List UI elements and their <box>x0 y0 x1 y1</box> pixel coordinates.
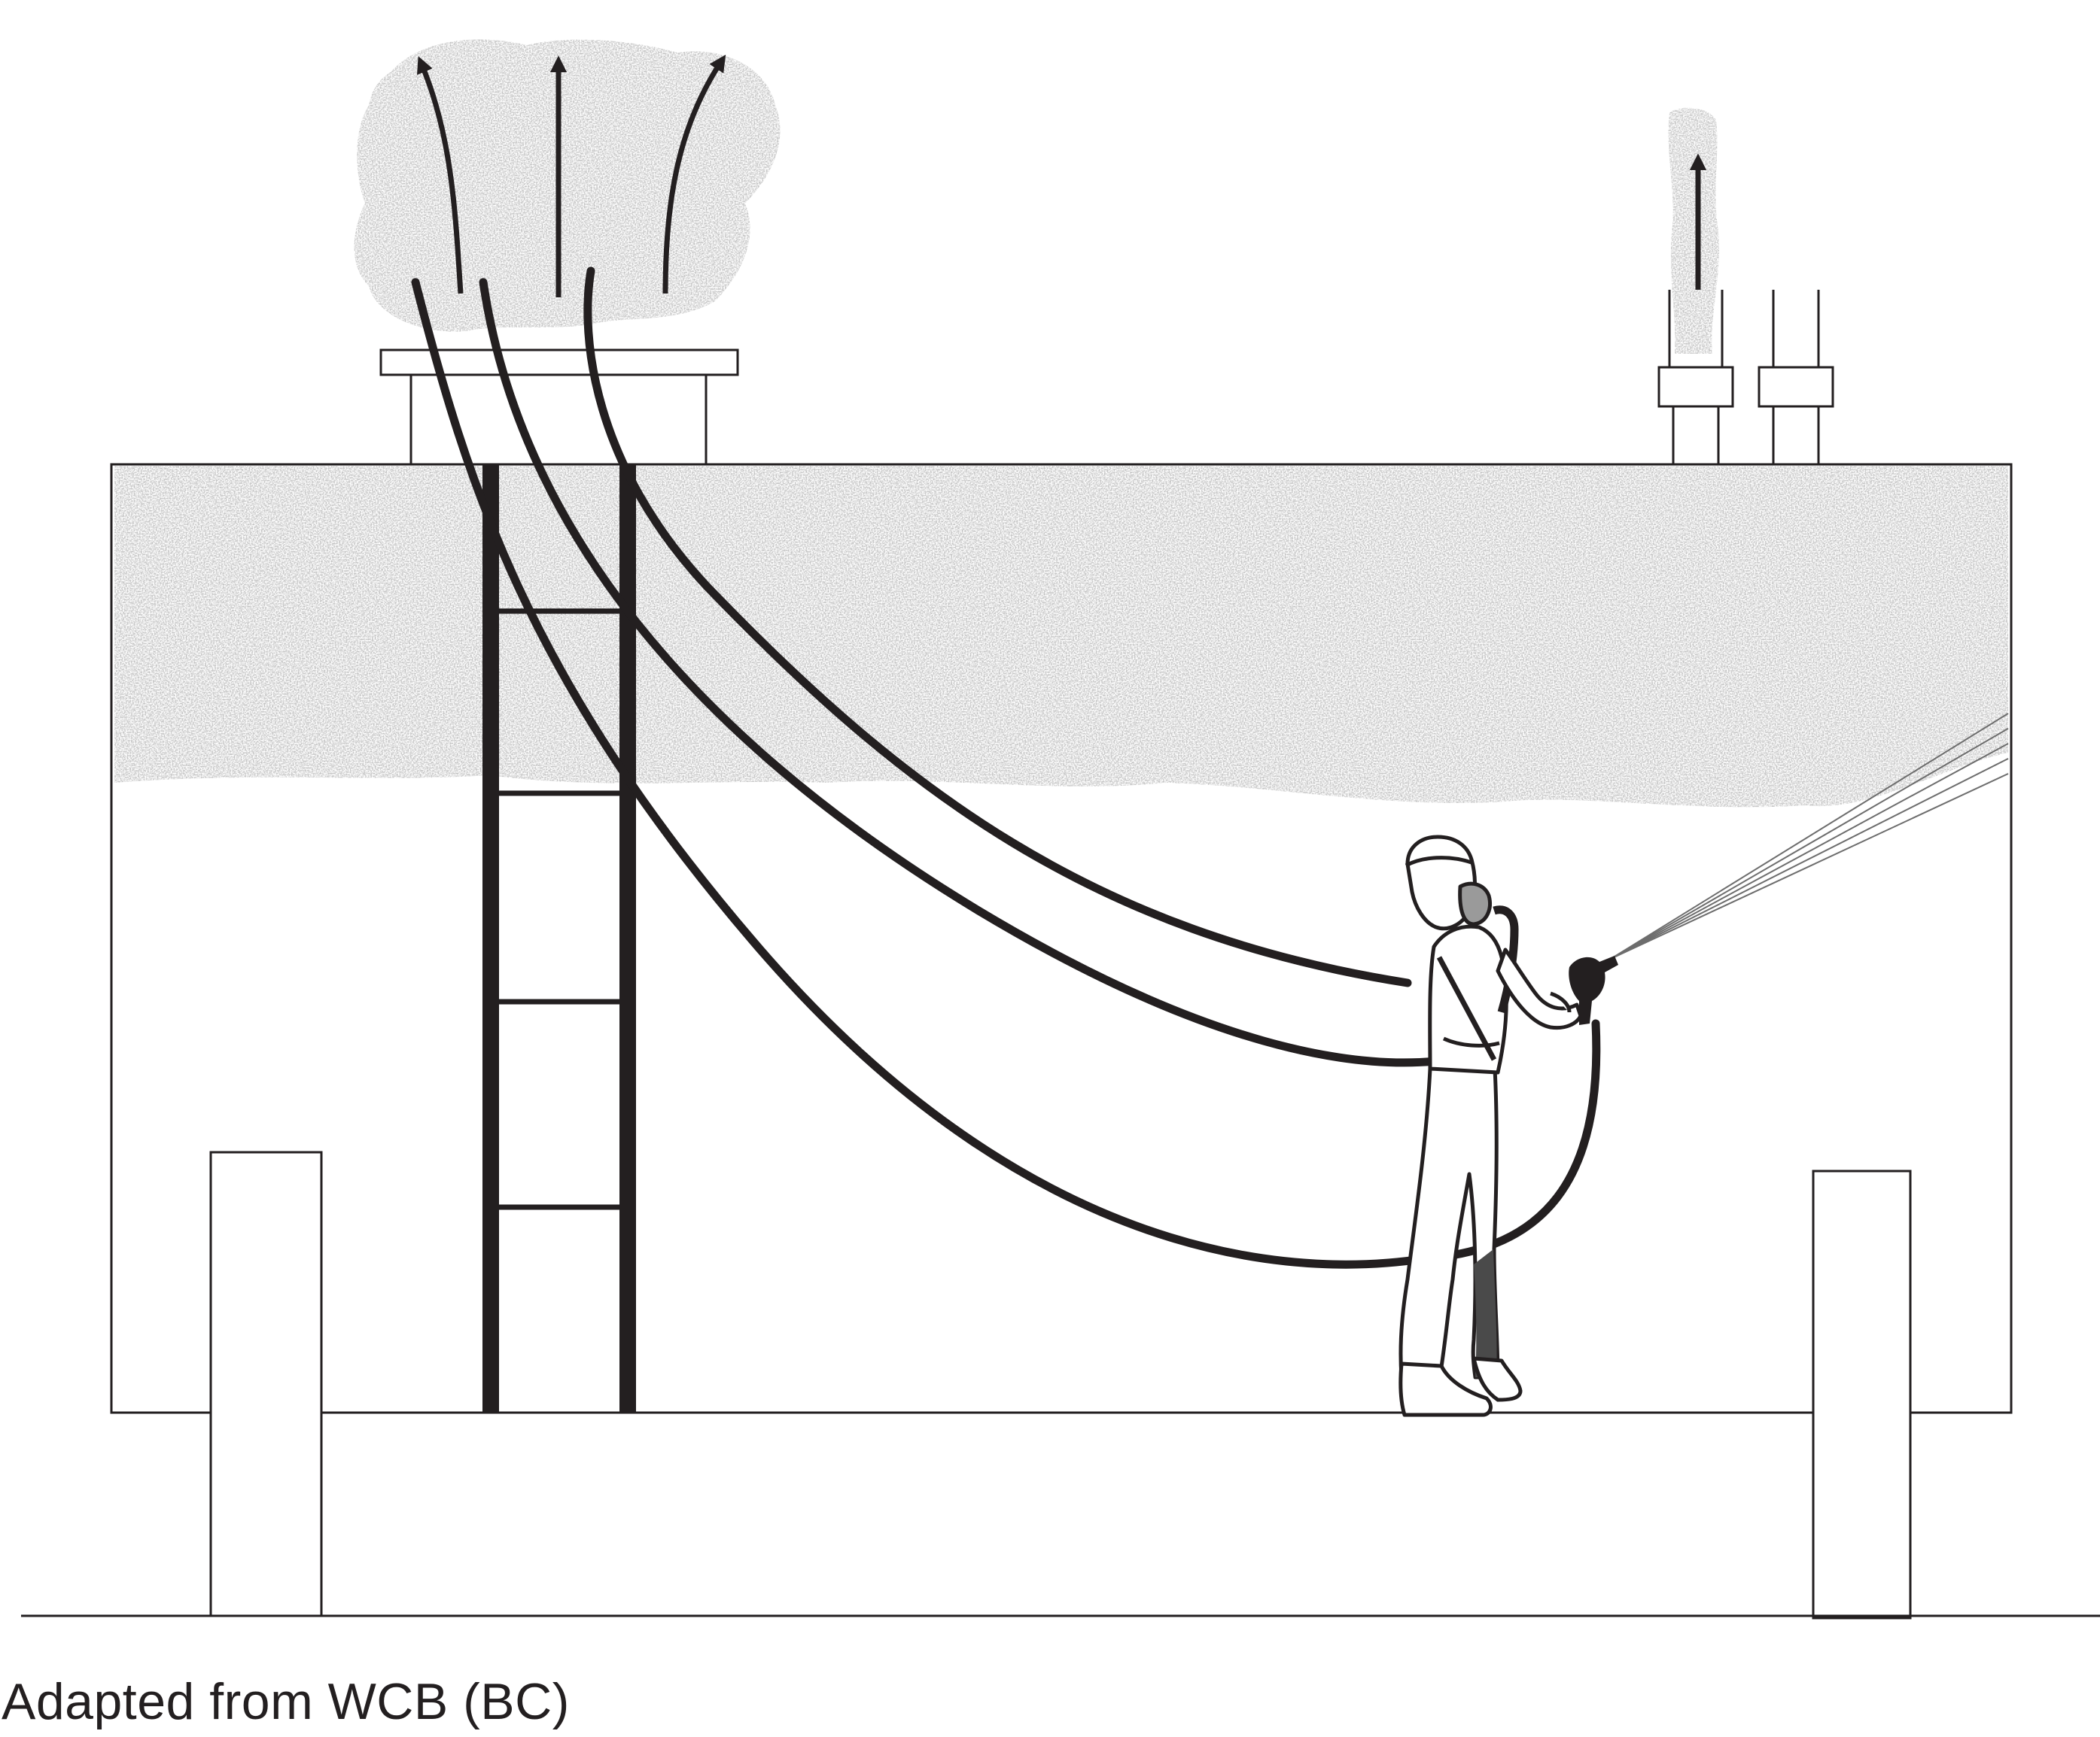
air-hoses <box>411 266 1601 1269</box>
support-right <box>1812 1170 1912 1620</box>
support-left <box>209 1151 323 1617</box>
hose-1 <box>411 278 1601 1269</box>
source-caption: Adapted from WCB (BC) <box>2 1673 570 1730</box>
tank <box>110 463 2013 1414</box>
tank-vapor-layer <box>114 466 2008 808</box>
vent-right <box>1758 290 1834 466</box>
hose-2 <box>479 278 1453 1067</box>
vent-left <box>1657 290 1734 466</box>
hose-3 <box>583 266 1412 987</box>
spray-gun-icon <box>1569 956 1618 1025</box>
roof-vents <box>1657 290 1834 466</box>
exhaust-arrows <box>417 54 1707 297</box>
vent-vapor-plume <box>1668 108 1719 354</box>
respirator-worker-icon <box>1398 835 1618 1417</box>
spray-pattern <box>1610 713 2009 960</box>
arrow-up-icon <box>417 56 464 294</box>
ladder <box>482 464 636 1413</box>
arrow-up-icon <box>662 54 726 294</box>
exhaust-vapor-cloud <box>354 39 781 332</box>
tank-supports <box>209 1151 1912 1620</box>
